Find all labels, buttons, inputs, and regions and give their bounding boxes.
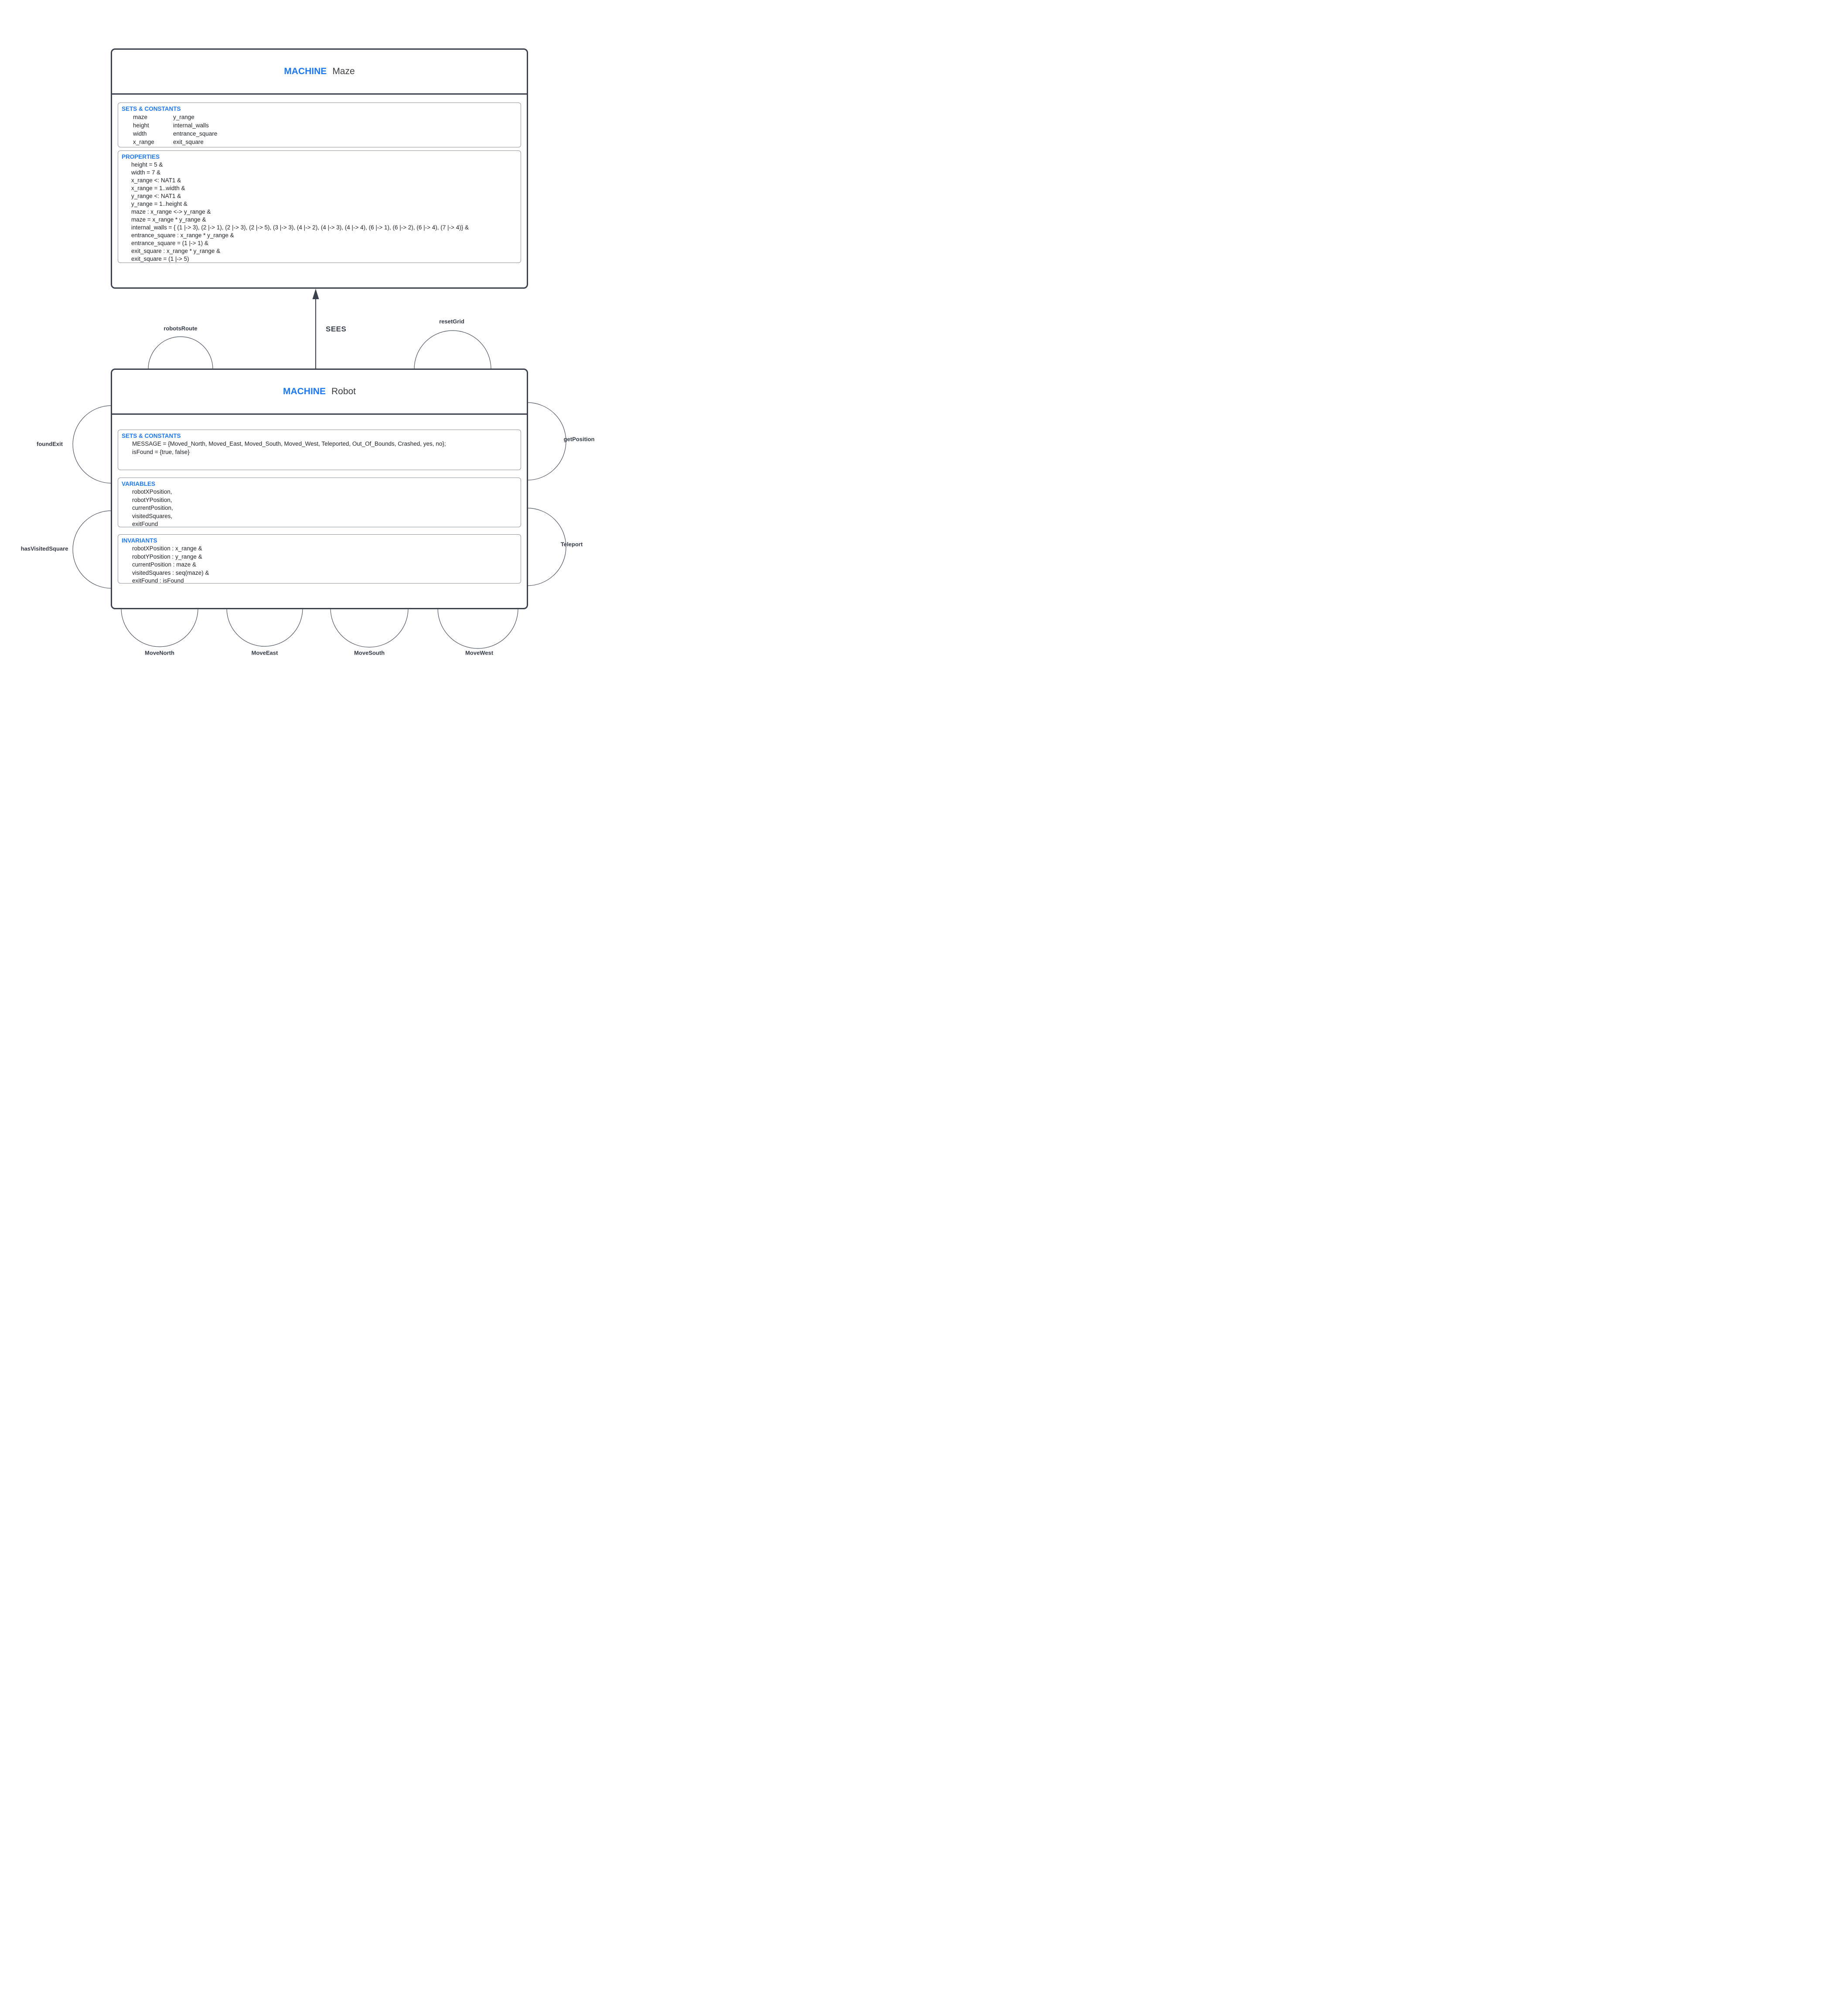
variable-item: currentPosition, bbox=[132, 505, 173, 511]
machine-maze-box[interactable]: MACHINE Maze SETS & CONSTANTS maze heigh… bbox=[111, 48, 528, 289]
sets-constants-code: MESSAGE = {Moved_North, Moved_East, Move… bbox=[122, 440, 517, 456]
invariant-item: exitFound : isFound bbox=[132, 577, 184, 584]
set-item: entrance_square bbox=[173, 130, 218, 137]
section-title: PROPERTIES bbox=[122, 154, 160, 160]
robot-variables-section: VARIABLES robotXPosition, robotYPosition… bbox=[118, 478, 521, 527]
invariant-item: visitedSquares : seq(maze) & bbox=[132, 569, 209, 576]
machine-robot-body: SETS & CONSTANTS MESSAGE = {Moved_North,… bbox=[112, 415, 527, 584]
invariant-item: robotYPosition : y_range & bbox=[132, 553, 202, 560]
operation-label-get-position[interactable]: getPosition bbox=[563, 436, 595, 443]
code-line: internal_walls = { (1 |-> 3), (2 |-> 1),… bbox=[131, 224, 469, 231]
sees-relationship-label: SEES bbox=[326, 325, 347, 333]
code-line: maze = x_range * y_range & bbox=[131, 216, 206, 223]
diagram-canvas: MACHINE Maze SETS & CONSTANTS maze heigh… bbox=[0, 0, 616, 667]
code-line: x_range <: NAT1 & bbox=[131, 177, 181, 184]
sets-column-2: y_range internal_walls entrance_square e… bbox=[173, 113, 217, 146]
code-line: x_range = 1..width & bbox=[131, 185, 185, 191]
operation-label-move-north[interactable]: MoveNorth bbox=[145, 649, 174, 656]
code-line: width = 7 & bbox=[131, 169, 161, 176]
machine-maze-body: SETS & CONSTANTS maze height width x_ran… bbox=[112, 95, 527, 263]
set-item: maze bbox=[133, 114, 148, 120]
machine-maze-title: MACHINE Maze bbox=[112, 50, 527, 95]
set-item: x_range bbox=[133, 139, 154, 145]
variable-item: robotXPosition, bbox=[132, 488, 172, 495]
machine-keyword: MACHINE bbox=[283, 386, 326, 396]
sets-column-1: maze height width x_range bbox=[133, 113, 173, 146]
robot-invariants-section: INVARIANTS robotXPosition : x_range & ro… bbox=[118, 534, 521, 584]
invariant-item: robotXPosition : x_range & bbox=[132, 545, 202, 552]
maze-sets-constants-section: SETS & CONSTANTS maze height width x_ran… bbox=[118, 102, 521, 147]
set-item: y_range bbox=[173, 114, 194, 120]
invariant-item: currentPosition : maze & bbox=[132, 561, 197, 568]
section-title: VARIABLES bbox=[122, 481, 156, 487]
sees-arrowhead-icon bbox=[312, 289, 319, 299]
invariants-list: robotXPosition : x_range & robotYPositio… bbox=[122, 545, 517, 584]
sets-constants-list: maze height width x_range y_range intern… bbox=[122, 113, 517, 146]
code-line: height = 5 & bbox=[131, 161, 163, 168]
set-item: height bbox=[133, 122, 149, 129]
machine-name: Maze bbox=[332, 66, 355, 76]
section-title: SETS & CONSTANTS bbox=[122, 106, 181, 112]
section-title: INVARIANTS bbox=[122, 537, 157, 544]
code-line: entrance_square : x_range * y_range & bbox=[131, 232, 234, 239]
machine-robot-title: MACHINE Robot bbox=[112, 370, 527, 415]
machine-name: Robot bbox=[331, 386, 356, 396]
operation-label-found-exit[interactable]: foundExit bbox=[37, 440, 63, 447]
code-line: exit_square : x_range * y_range & bbox=[131, 248, 221, 254]
maze-properties-section: PROPERTIES height = 5 & width = 7 & x_ra… bbox=[118, 150, 521, 263]
operation-label-move-west[interactable]: MoveWest bbox=[465, 649, 494, 656]
robot-sets-constants-section: SETS & CONSTANTS MESSAGE = {Moved_North,… bbox=[118, 430, 521, 470]
machine-robot-box[interactable]: MACHINE Robot SETS & CONSTANTS MESSAGE =… bbox=[111, 369, 528, 609]
machine-keyword: MACHINE bbox=[284, 66, 327, 76]
operation-label-reset-grid[interactable]: resetGrid bbox=[439, 318, 464, 325]
set-item: exit_square bbox=[173, 139, 204, 145]
code-line: isFound = {true, false} bbox=[132, 448, 190, 455]
variable-item: robotYPosition, bbox=[132, 496, 172, 503]
code-line: y_range = 1..height & bbox=[131, 201, 188, 207]
variable-item: visitedSquares, bbox=[132, 512, 173, 519]
variable-item: exitFound bbox=[132, 521, 158, 527]
operation-label-has-visited-square[interactable]: hasVisitedSquare bbox=[20, 545, 68, 552]
properties-code: height = 5 & width = 7 & x_range <: NAT1… bbox=[122, 161, 517, 263]
operation-label-teleport[interactable]: Teleport bbox=[560, 541, 583, 548]
section-title: SETS & CONSTANTS bbox=[122, 433, 181, 439]
code-line: entrance_square = (1 |-> 1) & bbox=[131, 240, 208, 246]
code-line: y_range <: NAT1 & bbox=[131, 193, 181, 199]
sees-arrow[interactable] bbox=[312, 289, 319, 369]
code-line: MESSAGE = {Moved_North, Moved_East, Move… bbox=[132, 440, 446, 447]
set-item: width bbox=[133, 130, 147, 137]
code-line: exit_square = (1 |-> 5) bbox=[131, 256, 189, 262]
code-line: maze : x_range <-> y_range & bbox=[131, 208, 211, 215]
operation-label-robots-route[interactable]: robotsRoute bbox=[164, 325, 198, 332]
operation-label-move-east[interactable]: MoveEast bbox=[251, 649, 278, 656]
set-item: internal_walls bbox=[173, 122, 209, 129]
variables-list: robotXPosition, robotYPosition, currentP… bbox=[122, 488, 517, 527]
operation-label-move-south[interactable]: MoveSouth bbox=[354, 649, 385, 656]
